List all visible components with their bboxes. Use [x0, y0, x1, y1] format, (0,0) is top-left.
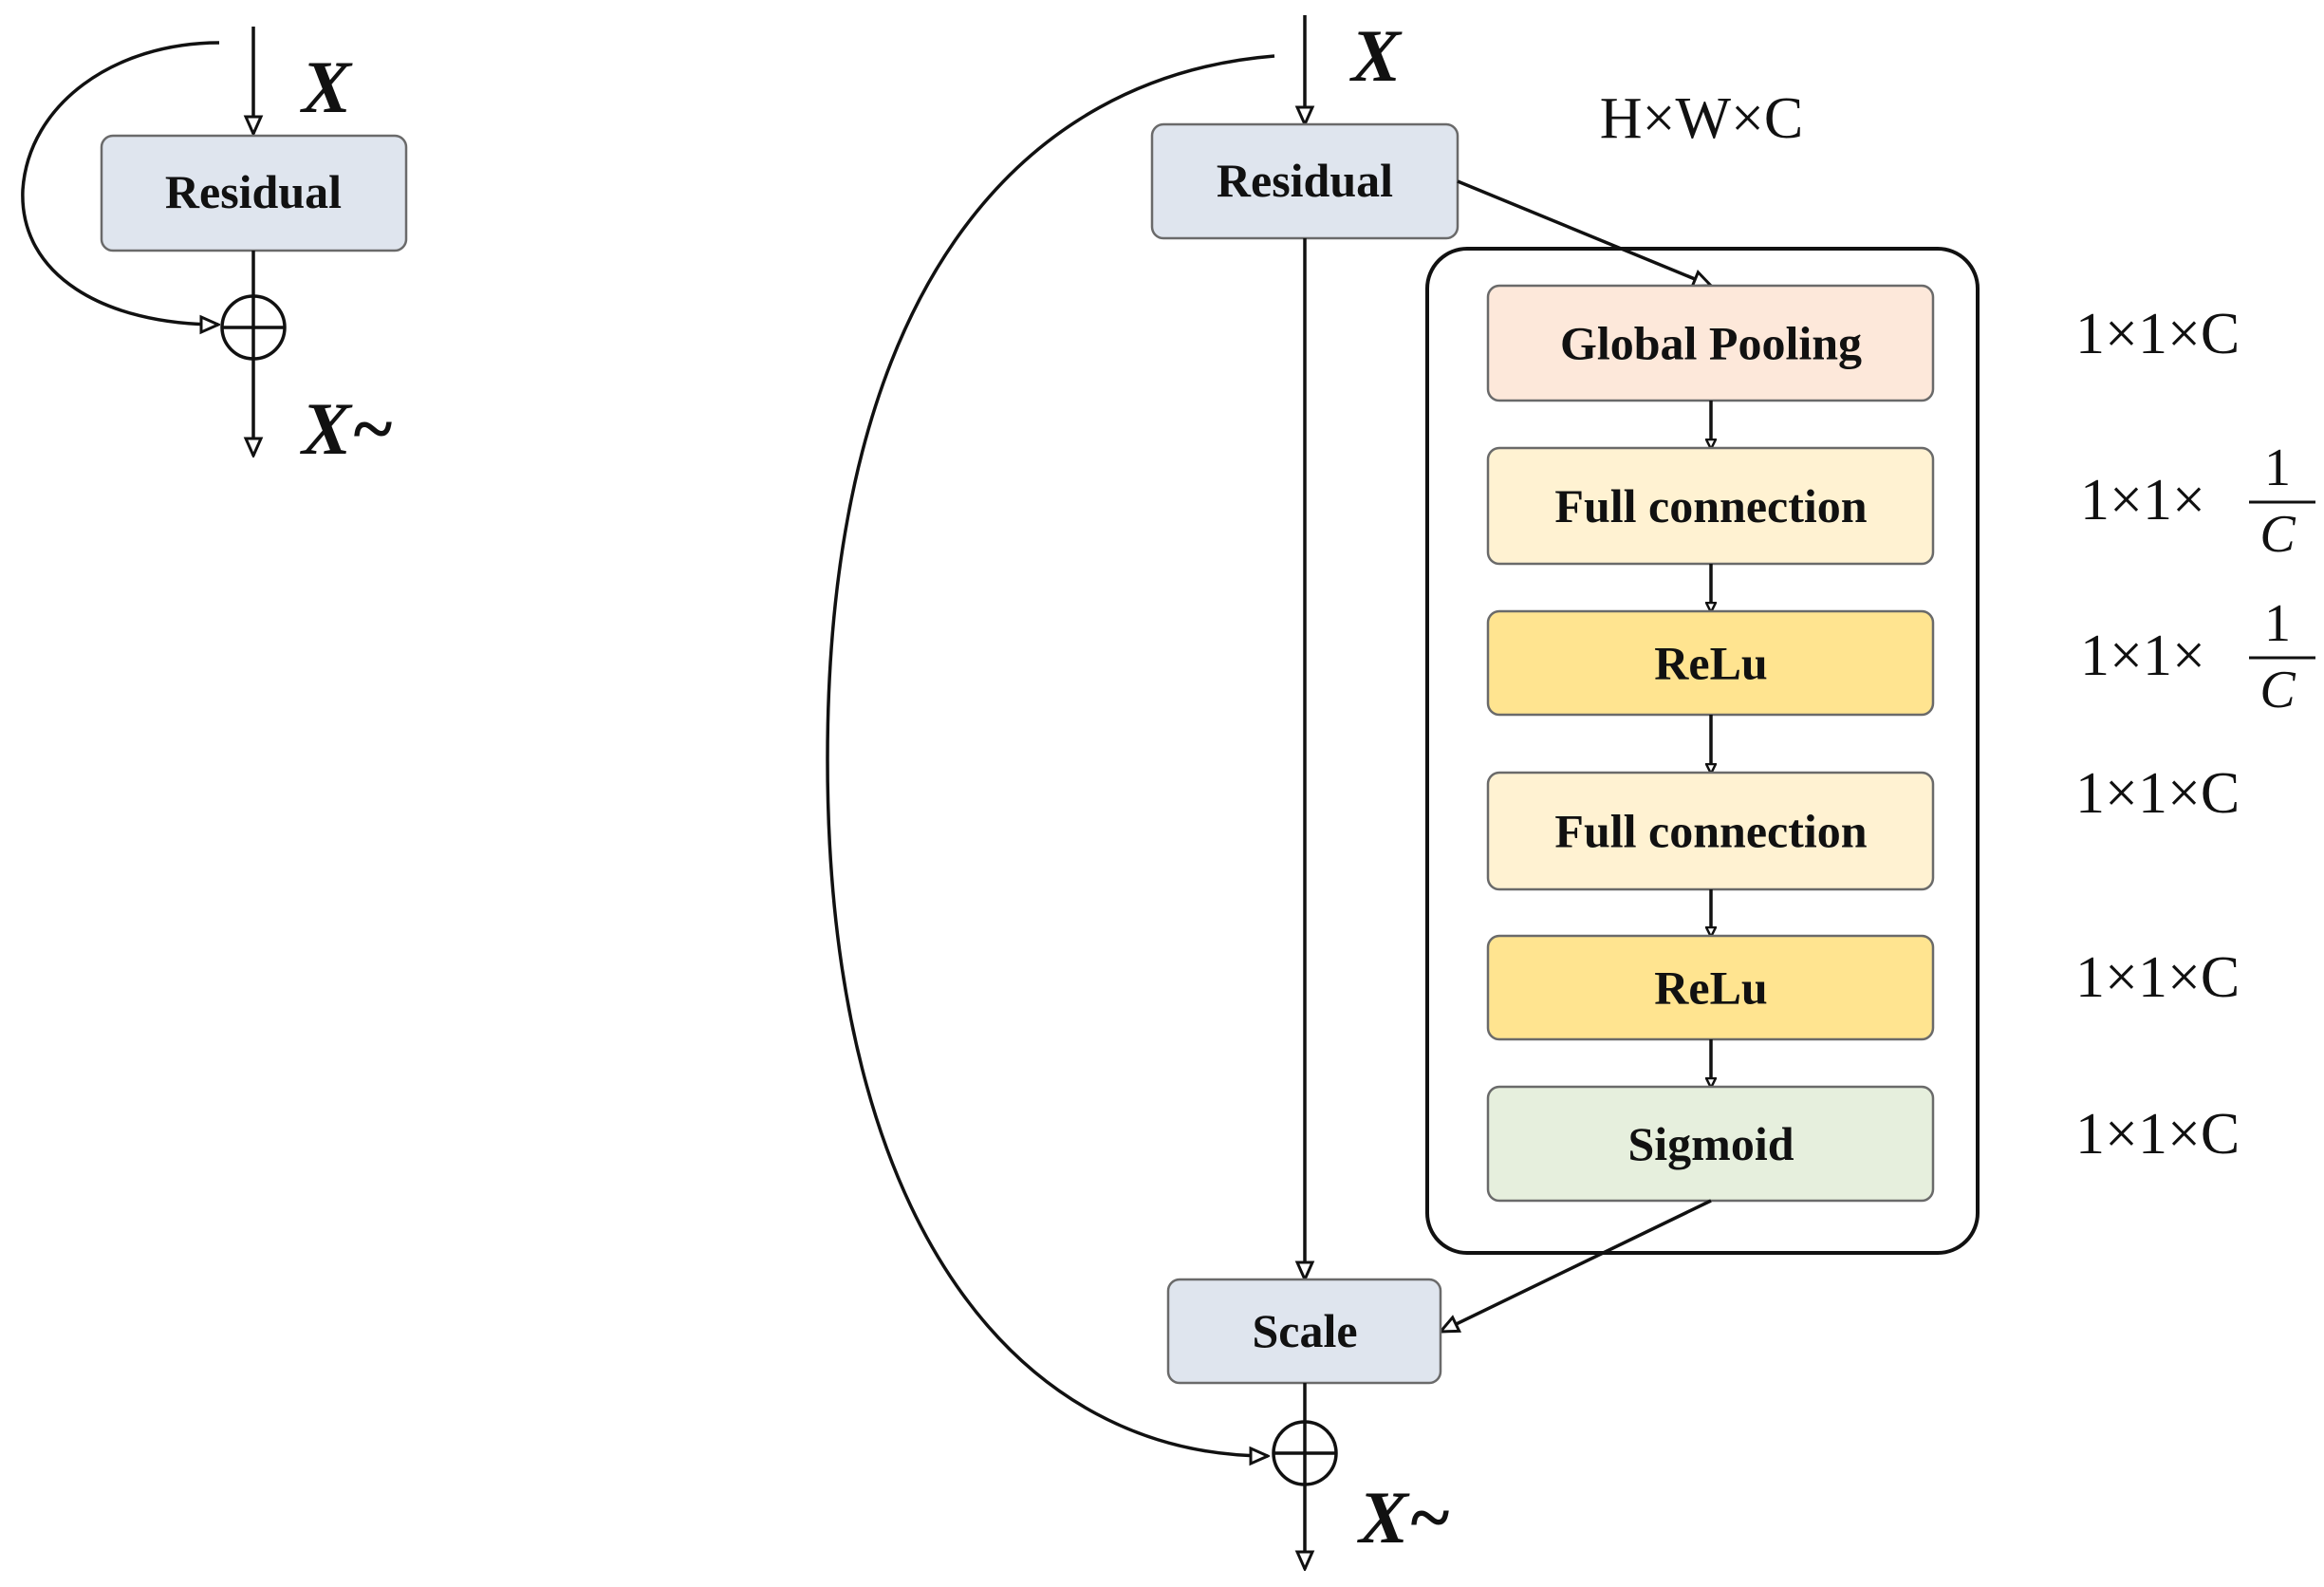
se-block: Sigmoid 1×1×C [1486, 1085, 2240, 1203]
fraction-denominator: C [2259, 505, 2296, 564]
se-block-label: Global Pooling [1560, 317, 1862, 370]
scale-label: Scale [1252, 1304, 1357, 1357]
fraction-numerator: 1 [2264, 439, 2291, 497]
input-label: X [300, 46, 353, 128]
residual-to-pooling-arrow [1457, 179, 1711, 286]
skip-connection [21, 41, 219, 325]
dimension-label: 1×1×C [2075, 1102, 2240, 1167]
dimension-label: 1×1× [2080, 624, 2205, 688]
output-label: X~ [300, 387, 393, 470]
se-block: ReLu 1×1× 1C [1486, 594, 2315, 773]
residual-label: Residual [165, 165, 342, 218]
output-label: X~ [1357, 1476, 1450, 1559]
dimension-label: 1×1× [2080, 468, 2205, 532]
se-block-label: Full connection [1554, 805, 1867, 858]
se-block: Global Pooling 1×1×C [1486, 284, 2240, 448]
dimension-label: 1×1×C [2075, 761, 2240, 826]
se-block-label: ReLu [1654, 637, 1767, 690]
se-block-label: Full connection [1554, 479, 1867, 532]
se-block: Full connection 1×1×C [1486, 761, 2240, 936]
residual-label: Residual [1217, 154, 1393, 207]
se-container [1425, 247, 1980, 1255]
dimension-label: 1×1×C [2075, 945, 2240, 1010]
fraction-numerator: 1 [2264, 594, 2291, 653]
fraction-denominator: C [2259, 661, 2296, 719]
input-dim-label: H×W×C [1600, 86, 1804, 151]
dimension-label: 1×1×C [2075, 302, 2240, 366]
skip-connection [826, 54, 1275, 1456]
input-label: X [1349, 14, 1403, 97]
left-residual-block: X Residual X~ [21, 27, 408, 470]
sum-icon [220, 294, 287, 361]
se-block-label: Sigmoid [1627, 1117, 1794, 1170]
se-block-label: ReLu [1654, 962, 1767, 1015]
se-block: Full connection 1×1× 1C [1486, 439, 2315, 611]
se-block: ReLu 1×1×C [1486, 934, 2240, 1087]
sigmoid-to-scale-arrow [1441, 1199, 1712, 1332]
sum-icon [1272, 1420, 1338, 1486]
